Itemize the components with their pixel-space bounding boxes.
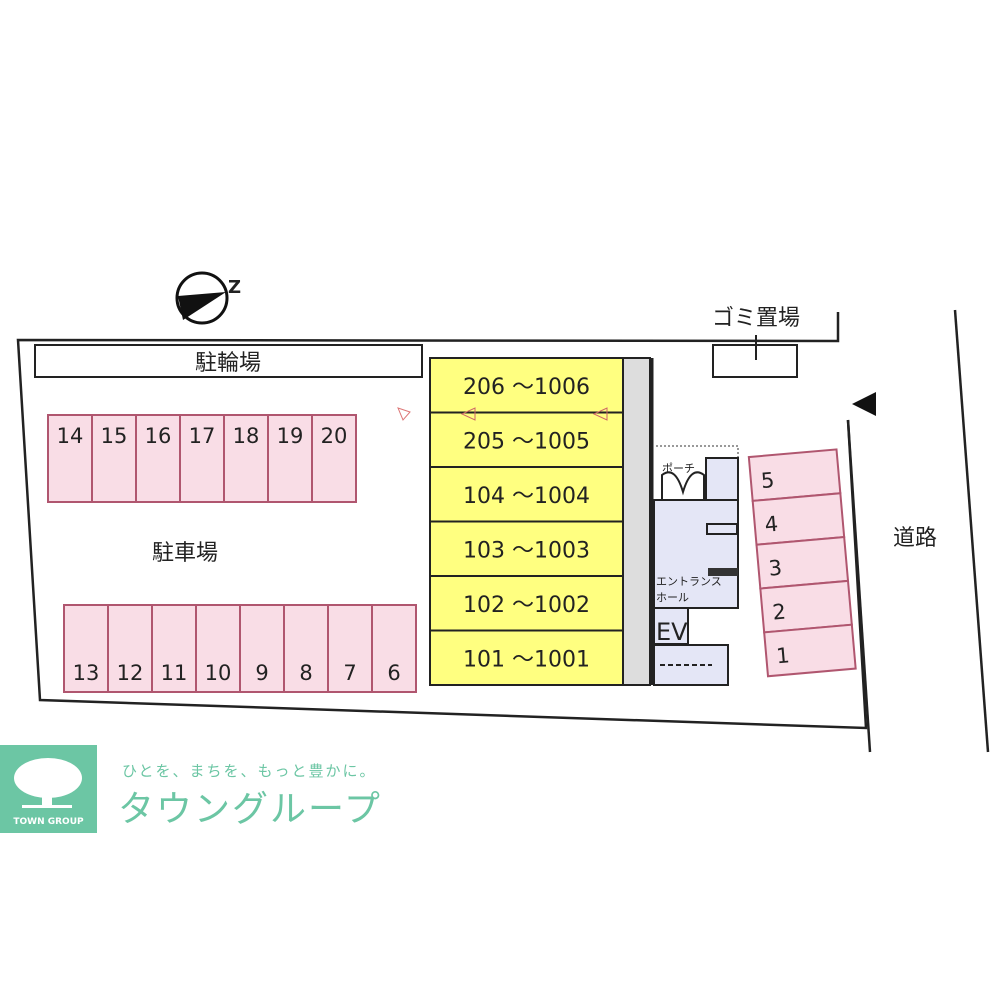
entrance-label: エントランス [656, 575, 722, 588]
north-arrow-icon: Z [175, 271, 241, 325]
unit-range-label: 205 ～1005 [463, 430, 590, 455]
parking-space-number: 14 [57, 424, 84, 448]
unit-range-label: 104 ～1004 [463, 484, 590, 509]
parking-space-number: 17 [189, 424, 216, 448]
parking-space-number: 15 [101, 424, 128, 448]
parking-space [47, 414, 93, 503]
parking-space-number: 5 [760, 468, 775, 493]
parking-space [327, 604, 373, 693]
parking-space-number: 18 [233, 424, 260, 448]
arrow-marker-icon [397, 407, 411, 421]
parking-space [107, 604, 153, 693]
entrance-hall-label: ホール [656, 591, 689, 604]
parking-space-number: 16 [145, 424, 172, 448]
unit-range-label: 102 ～1002 [463, 593, 590, 618]
parking-space [223, 414, 269, 503]
porch-label: ポーチ [662, 462, 695, 475]
parking-space-number: 9 [255, 661, 268, 685]
parking-space [371, 604, 417, 693]
parking-space-number: 3 [768, 556, 783, 581]
road-edge [953, 309, 990, 753]
parking-space [763, 623, 857, 678]
road-label: 道路 [893, 526, 937, 551]
bicycle-parking-label: 駐輪場 [195, 351, 261, 376]
entrance-arrow-icon [852, 392, 876, 416]
garbage-label: ゴミ置場 [712, 306, 800, 331]
parking-space-number: 12 [117, 661, 144, 685]
unit-range-label: 103 ～1003 [463, 539, 590, 564]
parking-space-number: 19 [277, 424, 304, 448]
unit-range-label: 101 ～1001 [463, 648, 590, 673]
logo-tagline: ひとを、まちを、もっと豊かに。 [122, 762, 377, 780]
unit-row [429, 520, 624, 577]
parking-space [311, 414, 357, 503]
parking-space [179, 414, 225, 503]
parking-space-number: 10 [205, 661, 232, 685]
parking-space-number: 11 [161, 661, 188, 685]
lot-boundary [16, 312, 868, 730]
parking-space-number: 6 [387, 661, 400, 685]
logo-badge-text: TOWN GROUP [13, 817, 84, 827]
corridor [622, 357, 651, 686]
parking-space [239, 604, 285, 693]
ev-label: EV [656, 618, 688, 646]
parking-space-number: 4 [764, 512, 779, 537]
logo-name: タウングループ [118, 789, 382, 830]
parking-label: 駐車場 [152, 541, 218, 566]
svg-text:Z: Z [228, 277, 241, 298]
parking-space-number: 7 [343, 661, 356, 685]
parking-space [195, 604, 241, 693]
parking-space-number: 13 [73, 661, 100, 685]
parking-space-number: 8 [299, 661, 312, 685]
parking-space [63, 604, 109, 693]
parking-space-number: 20 [321, 424, 348, 448]
parking-space-number: 2 [771, 599, 786, 624]
parking-space-number: 1 [775, 643, 790, 668]
unit-row [429, 466, 624, 523]
entrance-block: ポーチ エントランス ホール EV [653, 445, 739, 686]
arrow-marker-icon [592, 407, 608, 421]
tree-icon [14, 758, 82, 808]
bicycle-parking [34, 344, 423, 378]
road-edge-inner [846, 419, 872, 753]
unit-range-label: 206 ～1006 [463, 375, 590, 400]
parking-space [283, 604, 329, 693]
unit-row [429, 575, 624, 632]
parking-space [267, 414, 313, 503]
parking-space [135, 414, 181, 503]
unit-row [429, 357, 624, 414]
arrow-marker-icon [460, 407, 476, 421]
unit-row [429, 629, 624, 686]
town-group-logo: TOWN GROUP [0, 745, 97, 833]
